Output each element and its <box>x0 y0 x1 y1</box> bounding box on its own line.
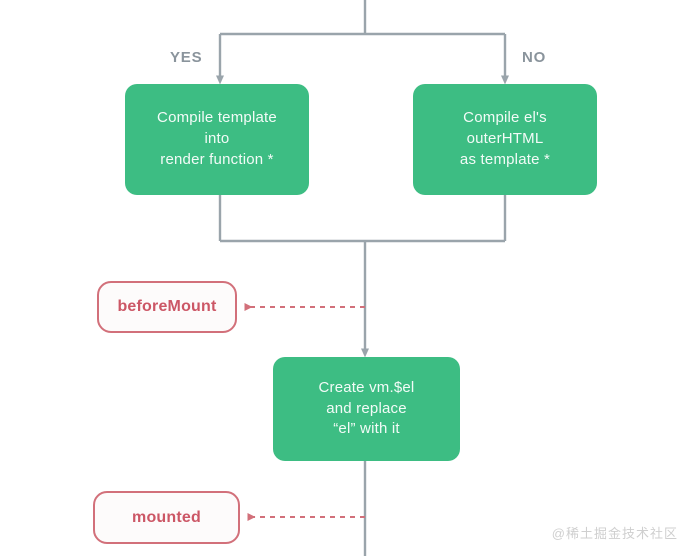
watermark-label: @稀土掘金技术社区 <box>551 526 678 541</box>
node-compile-template[interactable]: Compile template into render function * <box>125 84 309 195</box>
node-before-mount-hook[interactable]: beforeMount <box>97 281 237 333</box>
branch-label-yes: YES <box>170 49 203 66</box>
node-mounted-hook[interactable]: mounted <box>93 491 240 544</box>
node-compile-outerhtml[interactable]: Compile el's outerHTML as template * <box>413 84 597 195</box>
branch-label-no: NO <box>522 49 547 66</box>
node-create-vm-el[interactable]: Create vm.$el and replace “el” with it <box>273 357 460 461</box>
